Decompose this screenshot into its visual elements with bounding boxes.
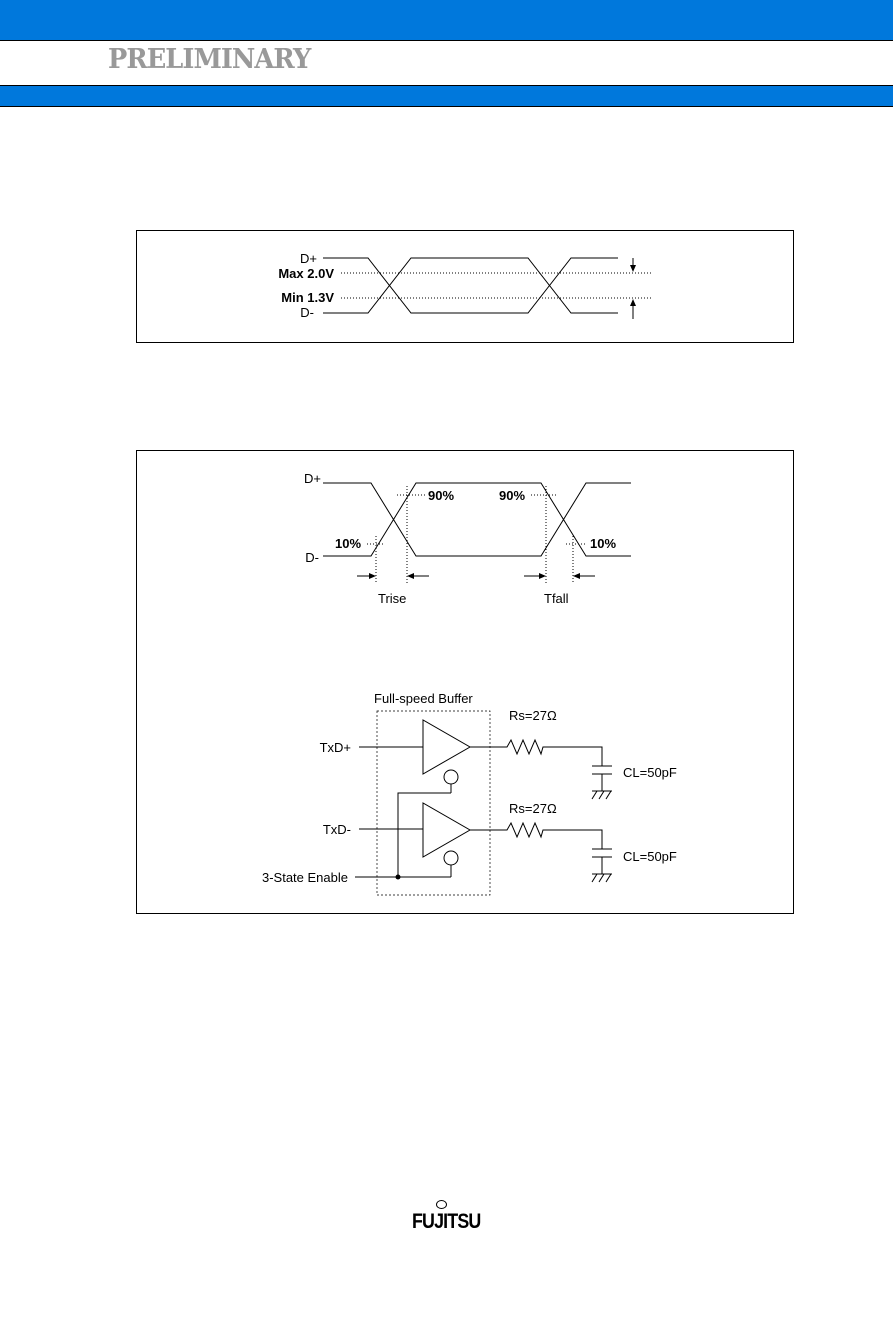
- dminus-label: D-: [300, 305, 314, 320]
- buffer-outline: [376, 710, 491, 896]
- buffer-label: Full-speed Buffer: [374, 691, 473, 706]
- trise-label: Trise: [378, 591, 406, 606]
- fall-90-label: 90%: [499, 488, 525, 503]
- min-voltage-label: Min 1.3V: [281, 290, 334, 305]
- enable-label: 3-State Enable: [262, 870, 348, 885]
- dplus-label: D+: [300, 251, 317, 266]
- rs2-label: Rs=27Ω: [509, 801, 557, 816]
- txd-minus-label: TxD-: [323, 822, 351, 837]
- fall-10-label: 10%: [590, 536, 616, 551]
- txd-plus-label: TxD+: [320, 740, 351, 755]
- buffer-circuit: [355, 719, 612, 883]
- dplus-label: D+: [304, 471, 321, 486]
- logo-infinity-mark: [436, 1200, 447, 1209]
- rise-90-label: 90%: [428, 488, 454, 503]
- crossover-voltage-diagram: D+ Max 2.0V Min 1.3V D-: [136, 230, 794, 343]
- max-voltage-label: Max 2.0V: [278, 266, 334, 281]
- cl2-label: CL=50pF: [623, 849, 677, 864]
- rise-10-label: 10%: [335, 536, 361, 551]
- dminus-label: D-: [305, 550, 319, 565]
- fujitsu-logo: FUJITSU: [412, 1210, 481, 1233]
- preliminary-stamp: PRELIMINARY: [108, 44, 311, 75]
- header-rule-band: [0, 85, 893, 107]
- rs1-label: Rs=27Ω: [509, 708, 557, 723]
- header-band: [0, 0, 893, 41]
- tfall-label: Tfall: [544, 591, 569, 606]
- cl1-label: CL=50pF: [623, 765, 677, 780]
- rise-fall-and-load-diagram: D+ D- 90% 90% 10% 10% Trise Tfall Full-s…: [136, 450, 794, 914]
